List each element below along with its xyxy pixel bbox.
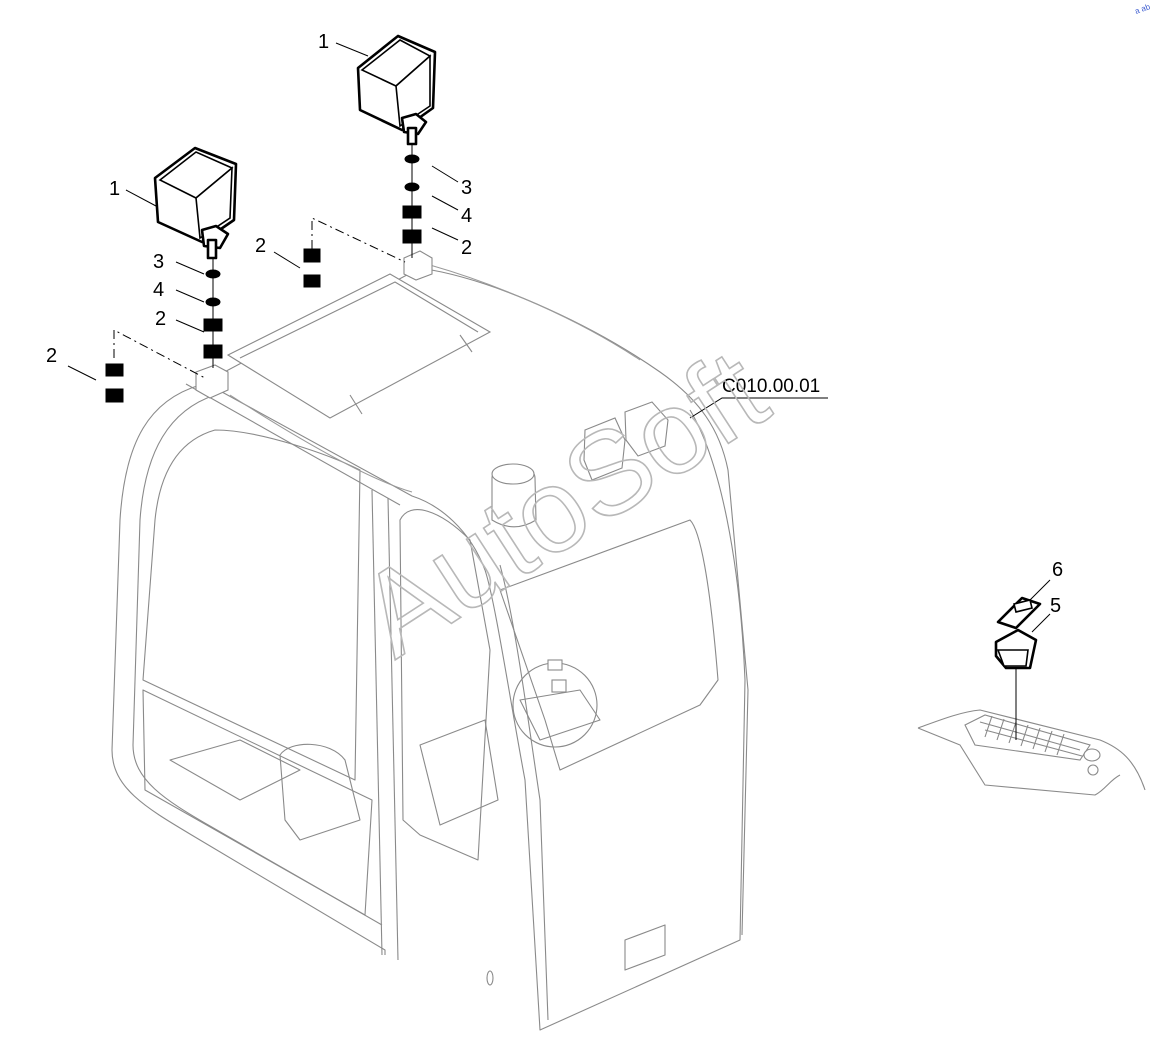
spare-nuts-upper (303, 248, 321, 288)
washer-right (404, 154, 420, 164)
fastener-stack-right (402, 144, 422, 258)
mount-axis-left (113, 329, 206, 379)
washer-left (205, 269, 221, 279)
corner-mark: a ab (1134, 2, 1152, 16)
callout-nut-right: 2 (461, 237, 472, 259)
callout-switch-cap: 6 (1052, 559, 1063, 581)
fastener-stack-left (203, 258, 223, 368)
callout-nut-left: 2 (155, 308, 166, 330)
reference-label: C010.00.01 (722, 376, 820, 397)
nut-right-lower (402, 229, 422, 244)
rocker-switch-body (994, 628, 1038, 740)
callout-leaders (67, 42, 1051, 633)
operator-cab (111, 250, 749, 1031)
callout-lamp-right: 1 (318, 31, 329, 53)
nut-left-upper (203, 318, 223, 332)
nut-right-upper (402, 205, 422, 219)
callout-washer-left: 3 (153, 251, 164, 273)
callout-switch-body: 5 (1050, 595, 1061, 617)
callout-spare-nuts-lower: 2 (46, 345, 57, 367)
callout-spare-nuts-upper: 2 (255, 235, 266, 257)
lock-washer-left (205, 297, 221, 307)
callout-lamp-left: 1 (109, 178, 120, 200)
nut-left-lower (203, 344, 223, 359)
callout-lockwasher-right: 4 (461, 205, 472, 227)
switch-panel (917, 709, 1146, 796)
rocker-switch-cap (996, 596, 1042, 630)
lock-washer-right (404, 182, 420, 192)
work-lamp-right (356, 34, 437, 146)
mount-axis-right (311, 217, 406, 263)
work-lamp-left (153, 146, 238, 260)
callout-washer-right: 3 (461, 177, 472, 199)
spare-nuts-lower (105, 363, 124, 403)
callout-lockwasher-left: 4 (153, 279, 164, 301)
